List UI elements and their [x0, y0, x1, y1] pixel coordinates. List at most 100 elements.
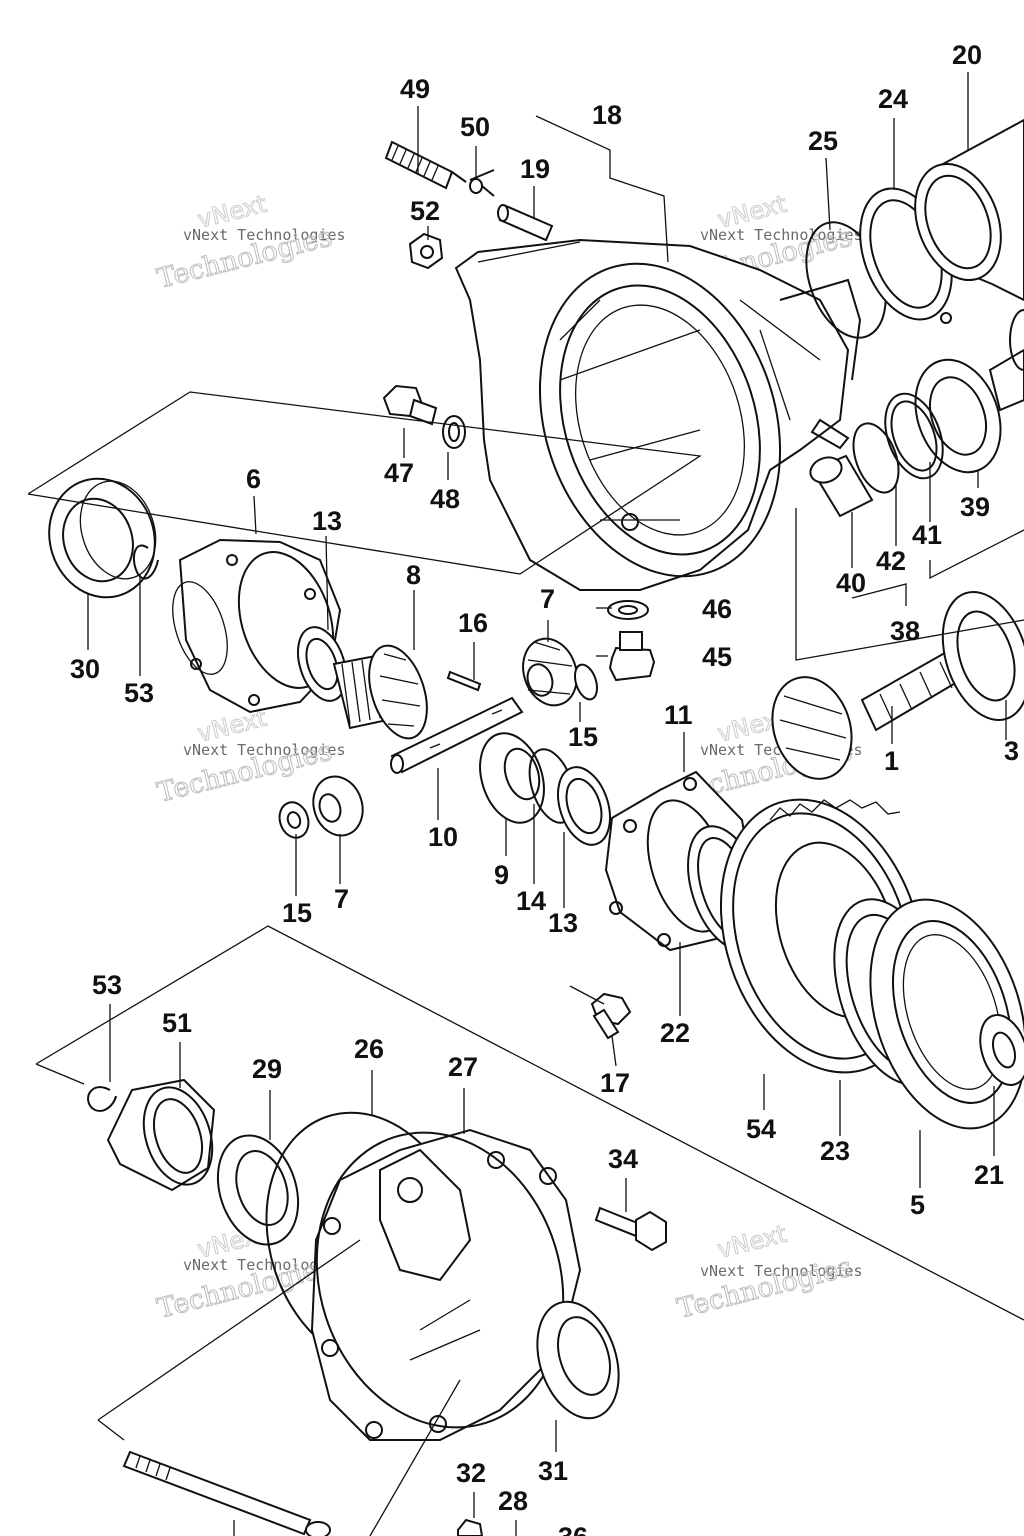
svg-text:vNext Technologies: vNext Technologies: [700, 1262, 863, 1280]
part-8-side-gear: [332, 644, 428, 740]
part-32-nut: [457, 1518, 484, 1536]
part-47-bolt: [382, 384, 438, 426]
label-41: 41: [912, 520, 942, 550]
part-48-washer: [442, 415, 466, 449]
part-27-carrier: [310, 1128, 582, 1441]
part-20-tube: [914, 118, 1024, 302]
label-36: 36: [558, 1522, 588, 1536]
label-27: 27: [448, 1052, 478, 1082]
label-47: 47: [384, 458, 414, 488]
label-51: 51: [162, 1008, 192, 1038]
housing-assembly: [382, 118, 1024, 591]
label-52: 52: [410, 196, 440, 226]
label-30: 30: [70, 654, 100, 684]
label-49: 49: [400, 74, 430, 104]
label-39: 39: [960, 492, 990, 522]
carrier-assembly: [87, 1078, 667, 1536]
part-13-thrust-washer-b: [557, 766, 611, 846]
label-42: 42: [876, 546, 906, 576]
label-53-lower: 53: [92, 970, 122, 1000]
part-labels: 49 50 18 19 20 24 25 52 47 48 39 41 42 4…: [70, 40, 1019, 1536]
part-30-bearing: [48, 477, 157, 599]
label-31: 31: [538, 1456, 568, 1486]
label-22: 22: [660, 1018, 690, 1048]
part-53-circlip-b: [87, 1086, 117, 1112]
part-5-bearing: [869, 898, 1024, 1130]
label-53-upper: 53: [124, 678, 154, 708]
svg-text:vNext Technologies: vNext Technologies: [183, 226, 346, 244]
label-7-lower: 7: [334, 884, 349, 914]
part-18-housing: [454, 238, 862, 591]
part-17-bolt: [590, 992, 632, 1040]
label-1: 1: [884, 746, 899, 776]
label-26: 26: [354, 1034, 384, 1064]
part-pinion-end: [988, 309, 1024, 412]
part-51-sleeve: [106, 1078, 216, 1192]
label-11: 11: [664, 700, 693, 730]
part-10-shaft: [390, 696, 524, 774]
label-48: 48: [430, 484, 460, 514]
part-15-washer-b: [278, 801, 310, 839]
svg-text:vNext Technologies: vNext Technologies: [183, 1256, 346, 1274]
part-13-thrust-washer-a: [297, 626, 347, 702]
label-14: 14: [516, 886, 546, 916]
label-25: 25: [808, 126, 838, 156]
label-16: 16: [458, 608, 488, 638]
label-46: 46: [702, 594, 732, 624]
label-38: 38: [890, 616, 920, 646]
label-45: 45: [702, 642, 732, 672]
label-13-upper: 13: [312, 506, 342, 536]
watermark-bottom-right: vNext vNext Technologies Technologies: [674, 1219, 863, 1325]
label-9: 9: [494, 860, 509, 890]
part-41-ring: [884, 392, 944, 480]
part-45-plug: [608, 631, 656, 682]
differential-assembly: [48, 477, 1024, 1130]
label-18: 18: [592, 100, 622, 130]
part-15-washer-a: [573, 663, 599, 701]
part-50-clip: [469, 169, 495, 197]
label-54: 54: [746, 1114, 776, 1144]
part-53-circlip: [132, 544, 159, 580]
label-8: 8: [406, 560, 421, 590]
label-50: 50: [460, 112, 490, 142]
svg-text:vNext: vNext: [715, 1220, 790, 1264]
part-34-bolt: [594, 1206, 667, 1252]
part-7-pinion-gear-b: [312, 775, 364, 837]
label-6: 6: [246, 464, 261, 494]
label-34: 34: [608, 1144, 638, 1174]
part-36-stud: [122, 1450, 331, 1536]
label-7-upper: 7: [540, 584, 555, 614]
label-23: 23: [820, 1136, 850, 1166]
watermark-top-left: vNext vNext Technologies Technologies: [154, 189, 346, 295]
svg-text:vNext Technologies: vNext Technologies: [700, 226, 863, 244]
label-21: 21: [974, 1160, 1004, 1190]
part-16-pin: [446, 670, 482, 692]
label-28: 28: [498, 1486, 528, 1516]
svg-text:vNext Technologies: vNext Technologies: [183, 741, 346, 759]
part-52-nut: [408, 232, 444, 270]
label-3: 3: [1004, 736, 1019, 766]
part-7-pinion-gear-a: [522, 637, 578, 707]
label-19: 19: [520, 154, 550, 184]
part-40-sleeve: [809, 454, 874, 518]
label-5: 5: [910, 1190, 925, 1220]
part-31-seal: [536, 1300, 620, 1420]
label-15-left: 15: [282, 898, 312, 928]
label-32: 32: [456, 1458, 486, 1488]
part-46-washer: [607, 600, 649, 620]
part-21-hub: [979, 1014, 1024, 1086]
leader-lines: [27, 72, 1024, 1536]
label-40: 40: [836, 568, 866, 598]
label-17: 17: [600, 1068, 630, 1098]
part-1-drive-pinion: [771, 648, 966, 780]
part-42-ring: [852, 422, 900, 494]
label-29: 29: [252, 1054, 282, 1084]
part-9-side-gear: [479, 732, 545, 824]
part-3-bearing: [941, 591, 1024, 721]
label-20: 20: [952, 40, 982, 70]
label-10: 10: [428, 822, 458, 852]
label-13-lower: 13: [548, 908, 578, 938]
label-24: 24: [878, 84, 908, 114]
label-15-right: 15: [568, 722, 598, 752]
